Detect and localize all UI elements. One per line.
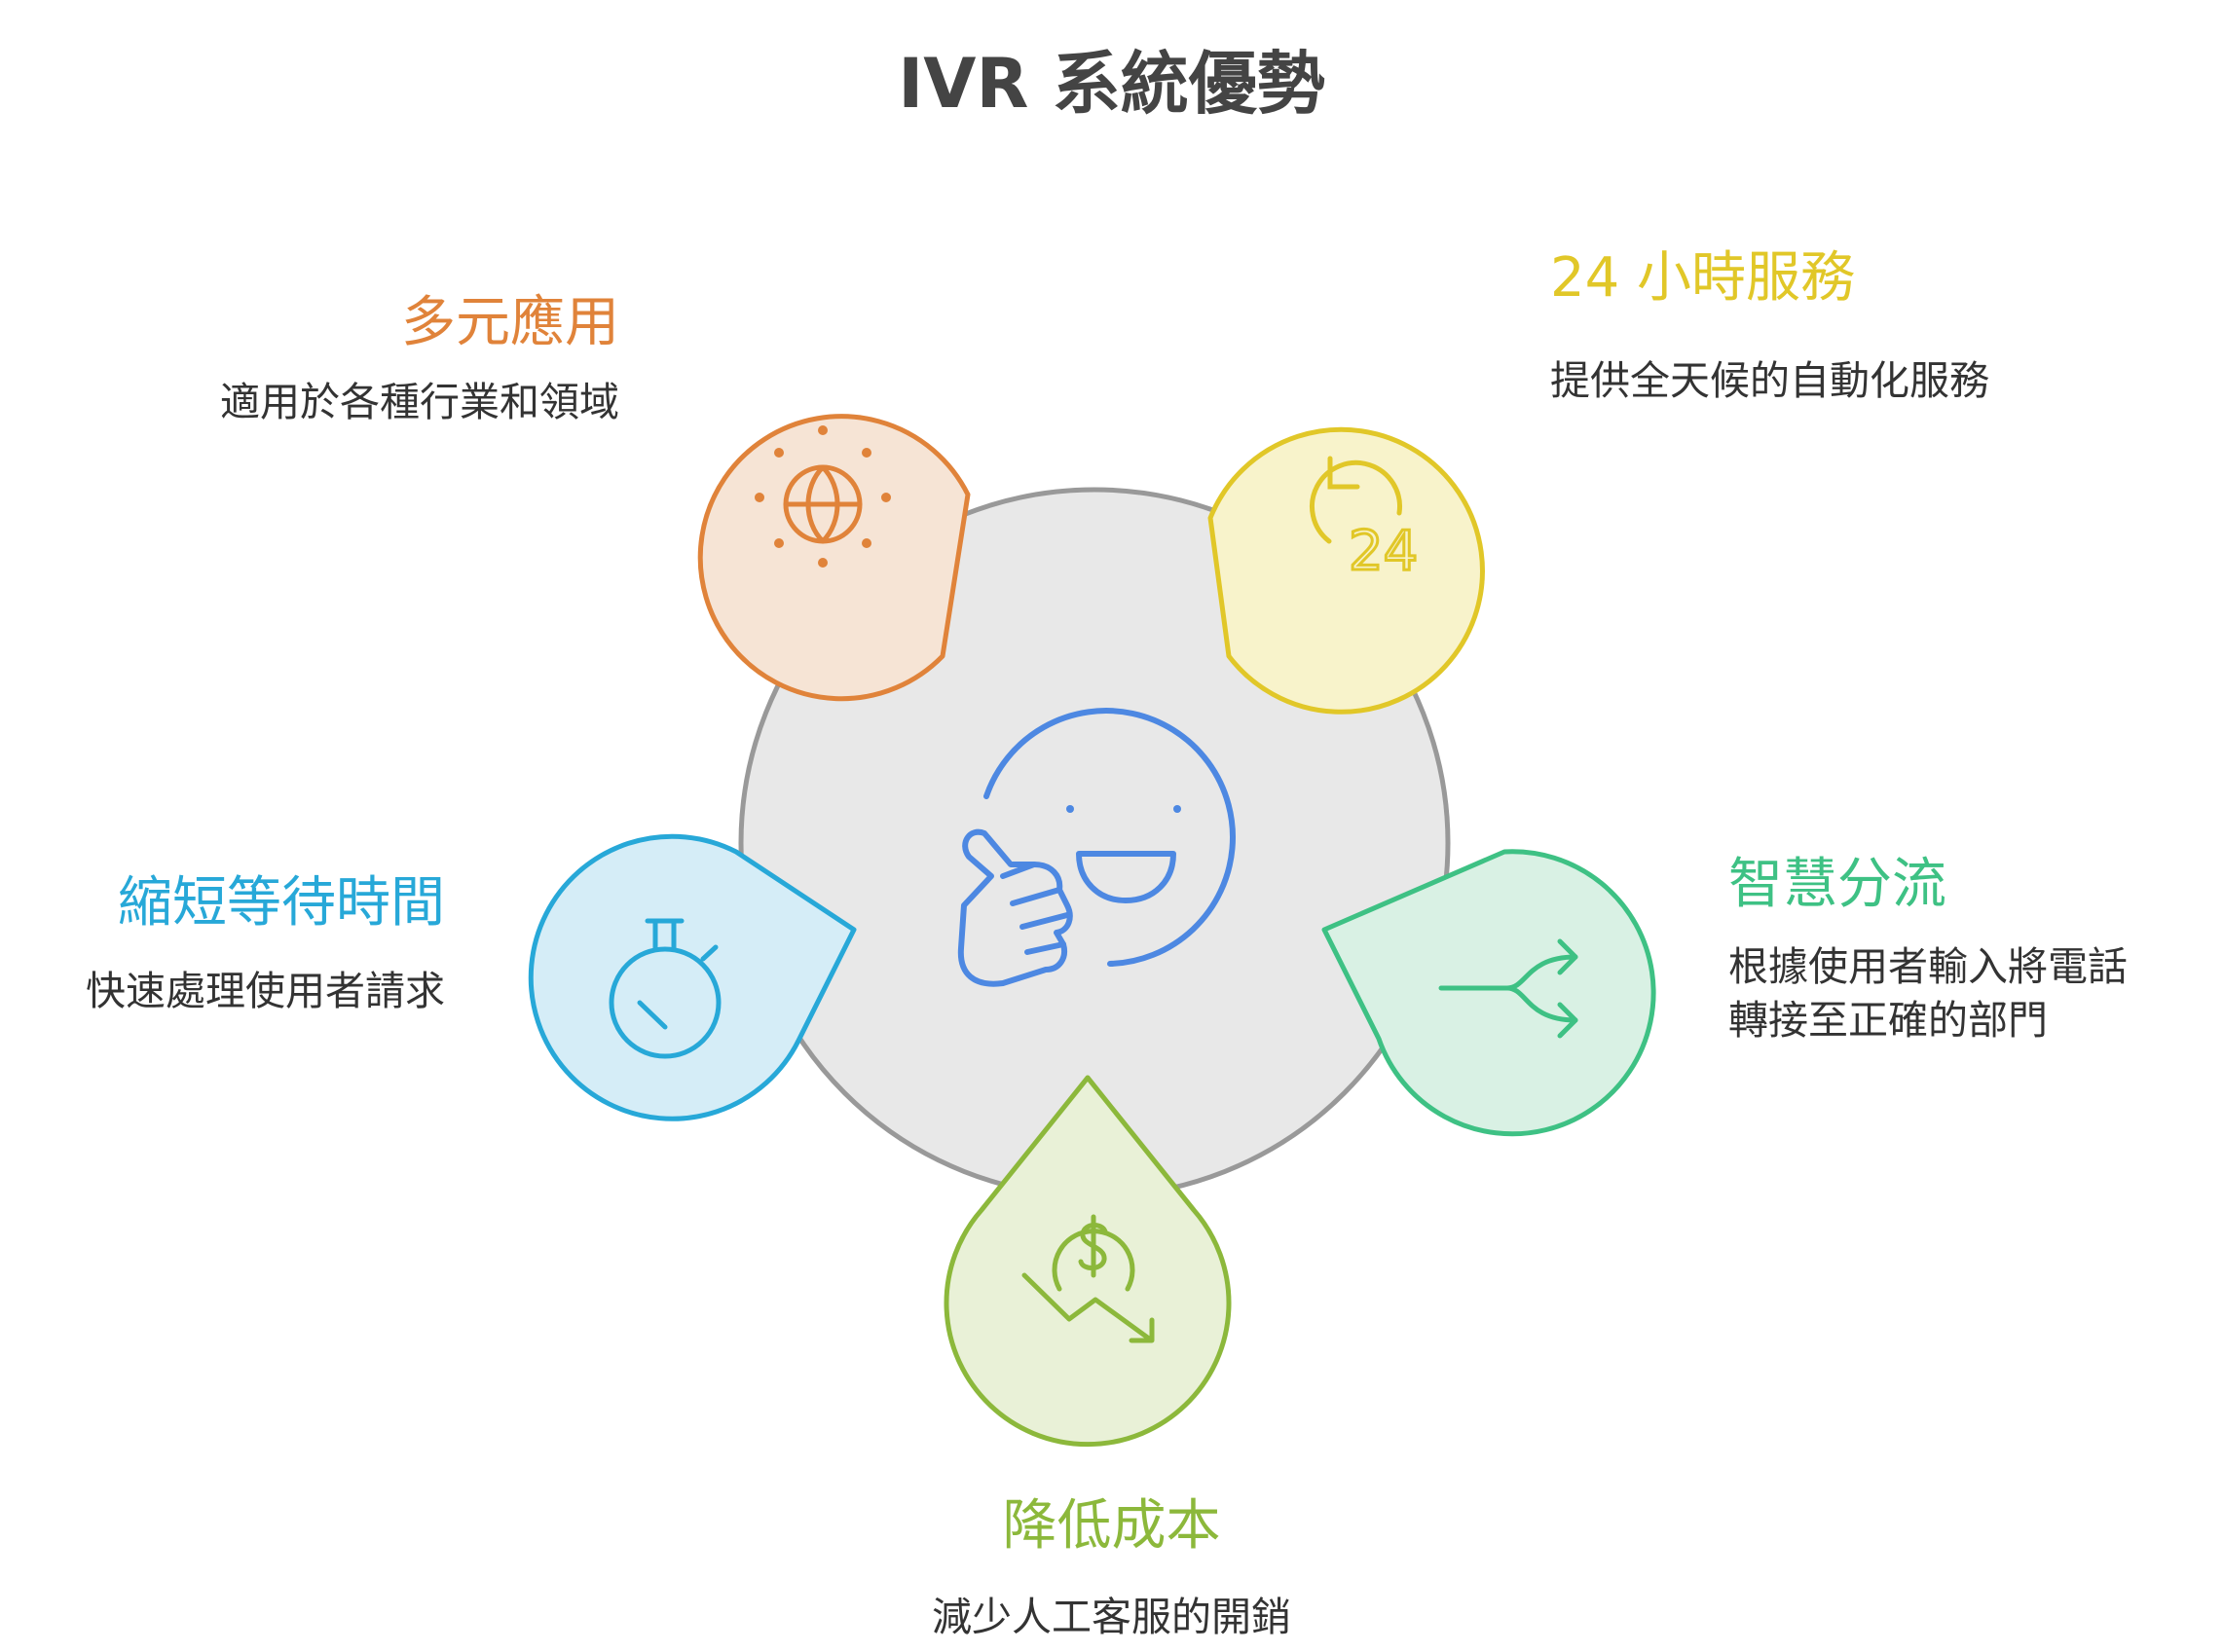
desc-reduce-cost: 減少人工客服的開銷 xyxy=(932,1594,1291,1640)
pin-diversified xyxy=(697,414,971,702)
desc-short-wait: 快速處理使用者請求 xyxy=(86,968,445,1014)
desc-smart-routing-line-2: 轉接至正確的部門 xyxy=(1728,997,2048,1044)
happy-thumbs-up-icon xyxy=(957,708,1236,987)
desc-24h: 提供全天候的自動化服務 xyxy=(1550,357,1989,404)
split-arrow-icon xyxy=(1438,938,1578,1039)
pin-reduce-cost xyxy=(944,1075,1232,1448)
page-title: IVR 系統優勢 xyxy=(898,44,1325,124)
desc-diversified: 適用於各種行業和領域 xyxy=(220,379,619,425)
desc-smart-routing-line-1: 根據使用者輸入將電話 xyxy=(1728,943,2128,990)
clock-24-icon: 24 xyxy=(1310,456,1420,585)
pin-smart-routing xyxy=(1321,849,1656,1137)
label-short-wait: 縮短等待時間 xyxy=(118,871,445,935)
cost-down-icon xyxy=(1021,1214,1155,1343)
label-reduce-cost: 降低成本 xyxy=(1002,1494,1221,1558)
label-24h: 24 小時服務 xyxy=(1550,246,1856,310)
label-smart-routing: 智慧分流 xyxy=(1728,853,1946,916)
globe-icon xyxy=(755,425,891,568)
svg-text:24: 24 xyxy=(1349,520,1418,583)
label-diversified: 多元應用 xyxy=(401,291,619,354)
stopwatch-icon xyxy=(609,918,722,1059)
pin-24h xyxy=(1207,426,1485,715)
pin-short-wait xyxy=(528,833,857,1121)
